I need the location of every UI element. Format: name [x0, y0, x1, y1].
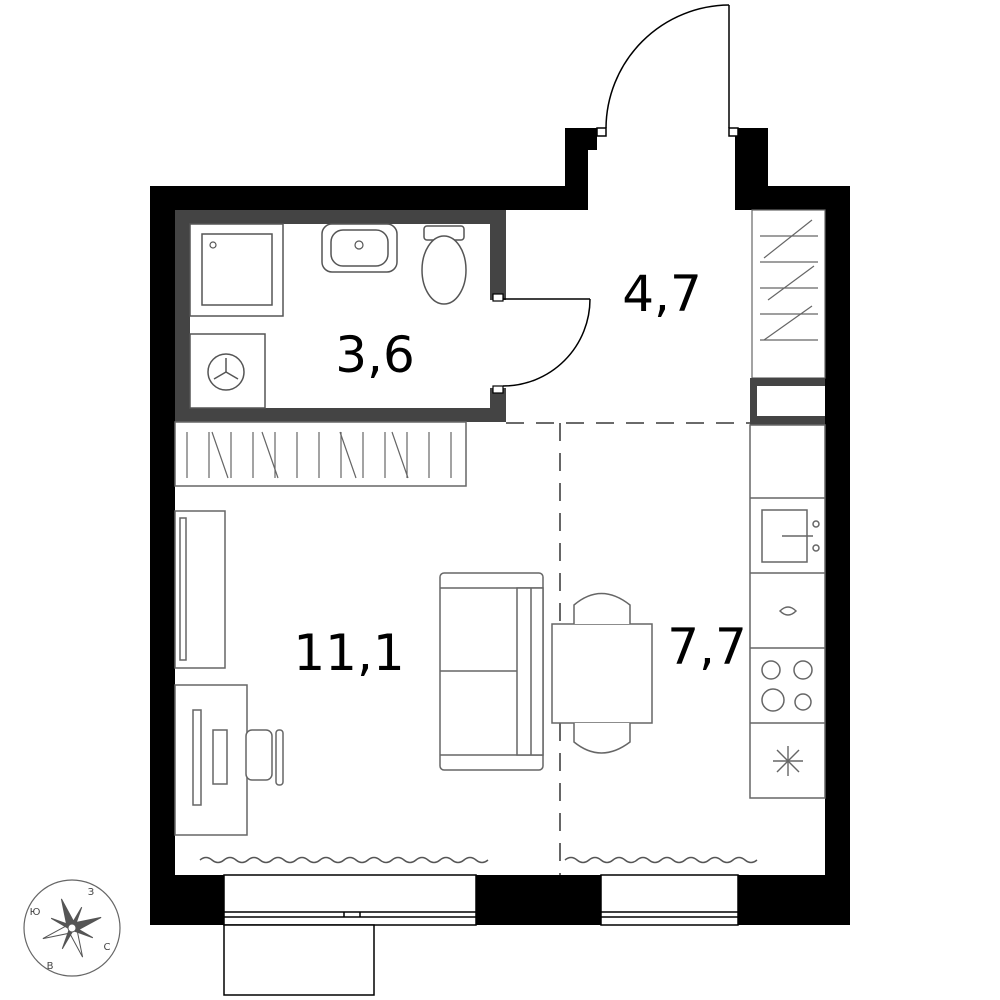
bathroom — [175, 210, 591, 422]
exterior-wall — [150, 128, 850, 925]
sink-tap — [354, 240, 364, 250]
living-wardrobe — [174, 421, 467, 487]
kitchen-area: 7,7 — [667, 618, 747, 676]
wall-jamb — [565, 150, 588, 210]
bathroom-door-swing — [502, 298, 591, 387]
shaft — [750, 378, 825, 425]
monitor — [192, 709, 202, 806]
curtain-left — [199, 856, 489, 864]
wall-jamb — [745, 150, 768, 210]
door-stop — [492, 385, 504, 394]
dining-chair-bottom — [573, 723, 631, 754]
windows — [223, 874, 739, 996]
door-stop — [728, 127, 739, 137]
entrance-door-swing — [605, 4, 730, 129]
compass: В Ю З С — [23, 879, 121, 977]
toilet-bowl — [421, 235, 467, 305]
shower-inner — [201, 233, 273, 306]
water-drop-icon — [778, 606, 798, 616]
door-stop — [596, 127, 607, 137]
keyboard — [212, 729, 228, 785]
compass-rose-icon — [42, 898, 102, 958]
exterior-walls — [150, 127, 850, 925]
dining-chair-top — [573, 592, 631, 624]
sink-counter — [321, 223, 398, 273]
desk-chair — [245, 729, 273, 781]
hall-wardrobe — [751, 209, 826, 379]
hallway-area: 4,7 — [622, 265, 702, 323]
living-room-area: 11,1 — [293, 624, 404, 682]
washing-machine-fan-icon — [213, 358, 239, 380]
hob-burner — [794, 693, 812, 711]
desk — [174, 684, 248, 836]
bathroom-area: 3,6 — [335, 326, 415, 384]
tv-screen — [179, 517, 187, 661]
washing-machine-drum — [207, 353, 245, 391]
hob-burner — [761, 688, 785, 712]
hob-burner — [761, 660, 781, 680]
wall-jamb — [565, 128, 597, 150]
washing-machine — [189, 333, 266, 409]
sink-basin — [330, 229, 389, 267]
hall-storage — [750, 209, 826, 425]
compass-south: Ю — [30, 907, 41, 918]
door-stop — [492, 293, 504, 302]
desk-chair-back — [275, 729, 284, 786]
balcony — [223, 924, 375, 996]
curtain-right — [564, 856, 758, 864]
shower-tray — [189, 223, 284, 317]
curtains — [199, 856, 758, 864]
entrance-door — [605, 4, 730, 129]
shower-drain — [209, 241, 217, 249]
snowflake-icon — [773, 746, 803, 776]
sofa-back — [516, 587, 544, 756]
compass-north: С — [104, 942, 111, 953]
kitchen — [551, 424, 826, 799]
living-furniture — [174, 421, 544, 836]
wall-jamb — [735, 128, 768, 150]
dining-table — [551, 623, 653, 724]
compass-east: В — [47, 961, 54, 972]
hob-burner — [793, 660, 813, 680]
compass-west: З — [88, 887, 94, 898]
